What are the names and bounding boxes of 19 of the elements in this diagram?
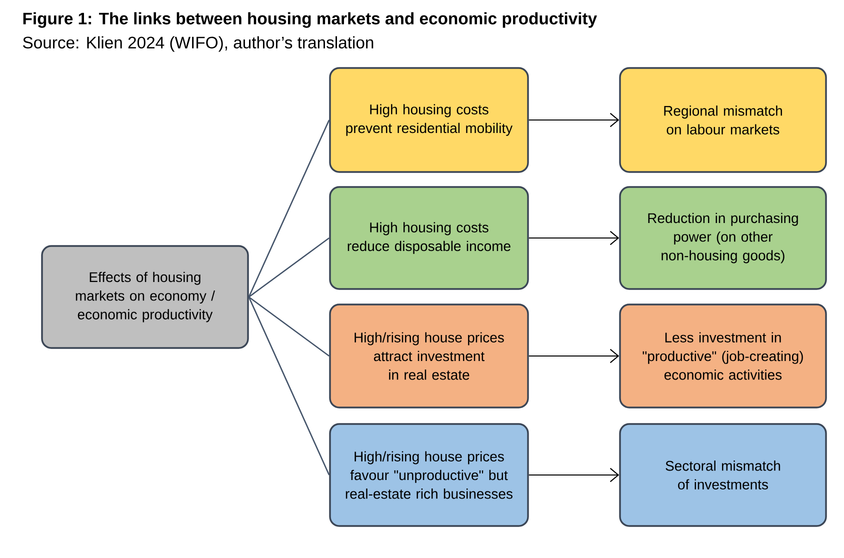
arrow	[528, 468, 620, 482]
process-box: High housing costs reduce disposable income	[329, 186, 529, 290]
connector-line	[248, 120, 330, 298]
process-box: High housing costs prevent residential mobility	[329, 67, 529, 173]
connector-line	[248, 296, 330, 357]
arrow	[528, 112, 620, 128]
process-box: High/rising house prices favour "unproductive" but real-estate rich businesses	[329, 423, 529, 527]
process-box: High/rising house prices attract investment in real estate	[329, 304, 529, 408]
process-box: Reduction in purchasing power (on other non-housing goods)	[619, 186, 827, 290]
process-box: Sectoral mismatch of investments	[619, 423, 827, 527]
connector-line	[248, 296, 330, 476]
source-note: Source: Klien 2024 (WIFO), author’s translation	[23, 36, 374, 52]
figure-title: Figure 1: The links between housing markets and economic productivity	[23, 12, 597, 28]
arrow	[528, 348, 620, 364]
connector-line	[248, 237, 330, 298]
process-box: Regional mismatch on labour markets	[619, 67, 827, 173]
process-box: Effects of housing markets on economy / economic productivity	[41, 245, 249, 349]
process-box: Less investment in "productive" (job-creating) economic activities	[619, 304, 827, 408]
arrow	[528, 230, 620, 246]
